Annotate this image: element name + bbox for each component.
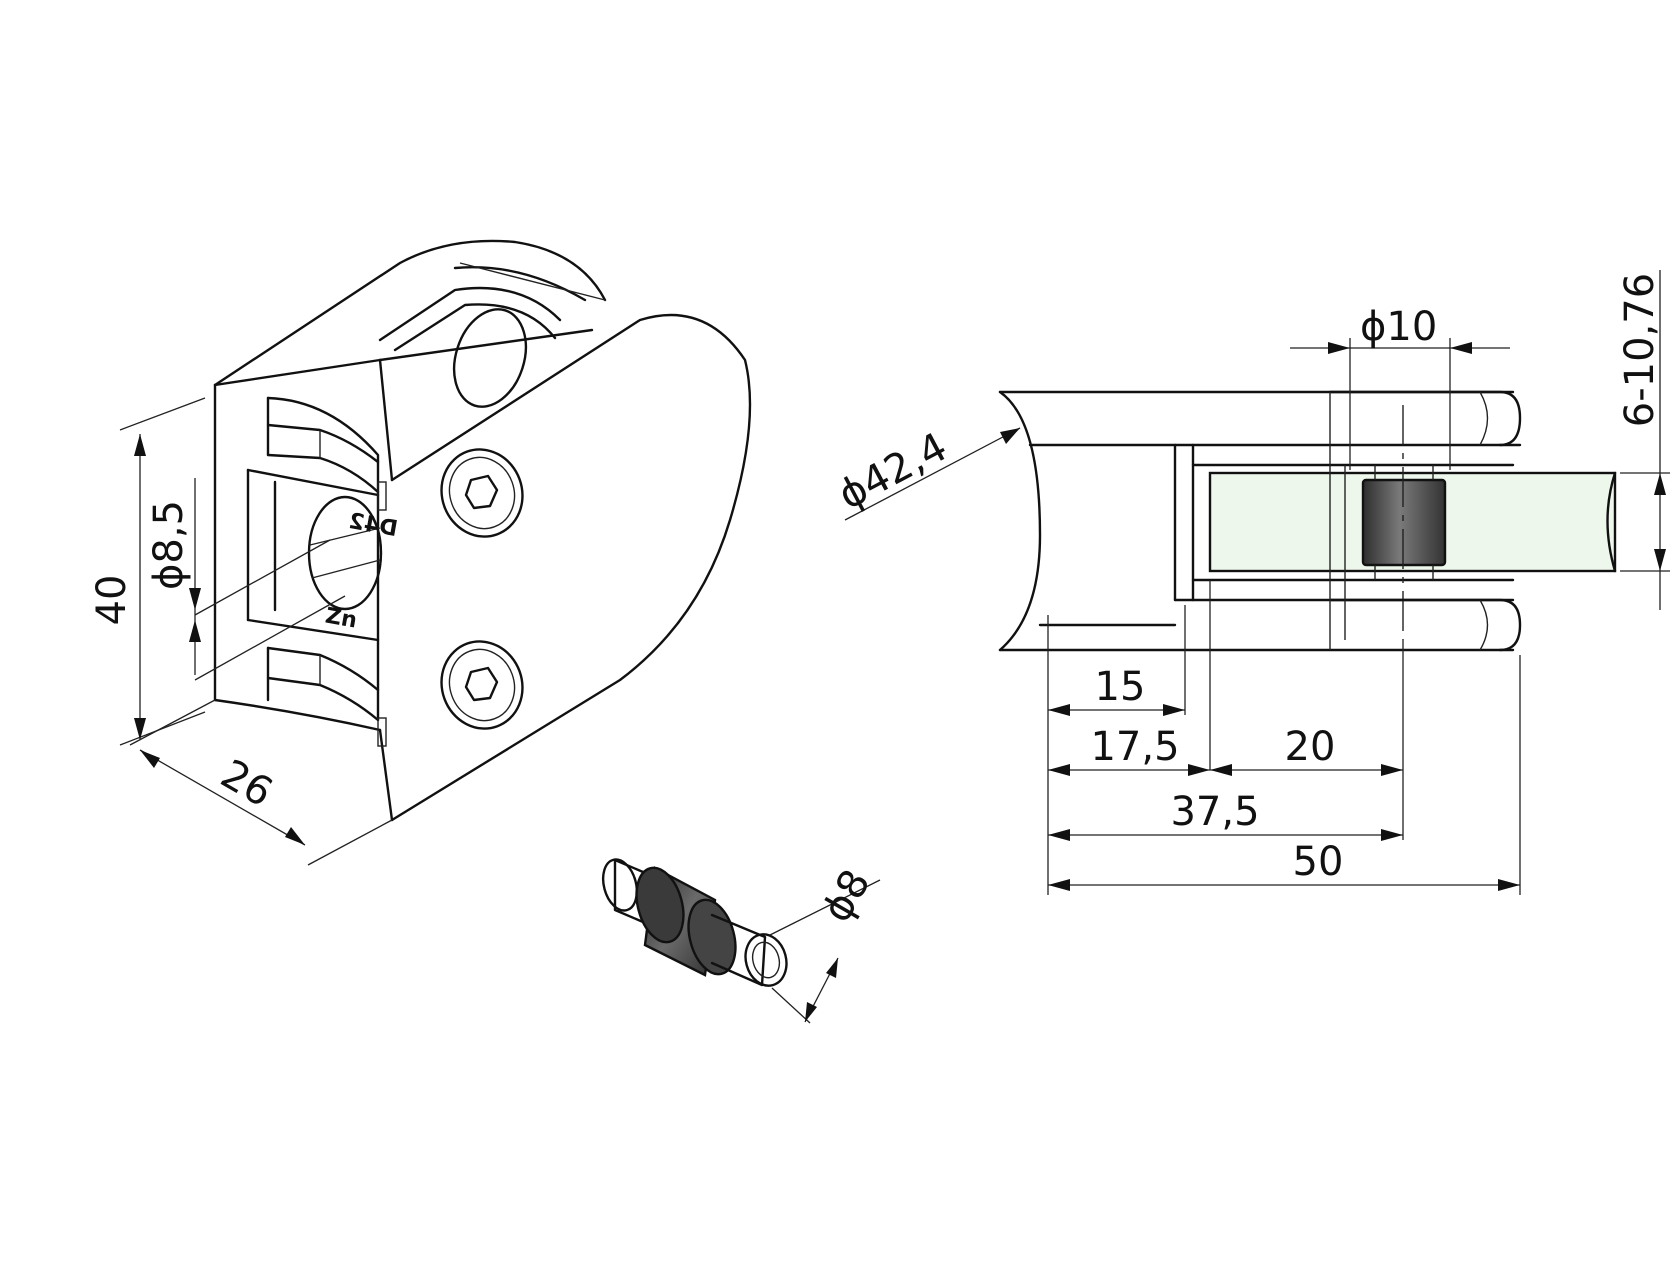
rubber-bushing (1361, 478, 1447, 567)
dim-label-6-10-76: 6-10,76 (1617, 273, 1663, 427)
dim-label-8-5: ϕ8,5 (146, 500, 192, 590)
dim-label-40: 40 (89, 575, 135, 626)
screw-lower (440, 640, 524, 730)
dim-pin-8: ϕ8 (769, 862, 881, 1024)
dim-label-26: 26 (213, 751, 280, 816)
screw-upper (440, 448, 524, 538)
dim-tube-42-4: ϕ42,4 (831, 424, 1021, 521)
engraving-zn: Zn (323, 604, 358, 634)
dim-17-5: 17,5 (1048, 724, 1210, 776)
engraving-d42: D42 (347, 509, 399, 542)
dim-label-pin-8: ϕ8 (814, 862, 880, 930)
dim-50: 50 (1048, 839, 1520, 891)
pin-isometric: ϕ8 (601, 858, 881, 1024)
dim-15: 15 (1048, 664, 1185, 716)
dim-label-42-4: ϕ42,4 (831, 424, 955, 519)
dim-label-17-5: 17,5 (1090, 724, 1179, 770)
dim-label-10: ϕ10 (1360, 304, 1437, 350)
section-view: ϕ42,4 ϕ10 6-10,76 (831, 270, 1670, 895)
dim-label-15: 15 (1095, 664, 1146, 710)
dim-20: 20 (1210, 724, 1403, 776)
dim-glass-thickness: 6-10,76 (1617, 270, 1670, 610)
dim-height-40: 40 (89, 397, 206, 746)
dim-37-5: 37,5 (1048, 789, 1403, 841)
clamp-isometric: D42 Zn 40 (89, 239, 752, 866)
dim-label-37-5: 37,5 (1170, 789, 1259, 835)
dim-label-50: 50 (1293, 839, 1344, 885)
dim-label-20: 20 (1285, 724, 1336, 770)
dim-hole-8-5: ϕ8,5 (146, 478, 346, 681)
dim-pin-10: ϕ10 (1290, 304, 1510, 470)
